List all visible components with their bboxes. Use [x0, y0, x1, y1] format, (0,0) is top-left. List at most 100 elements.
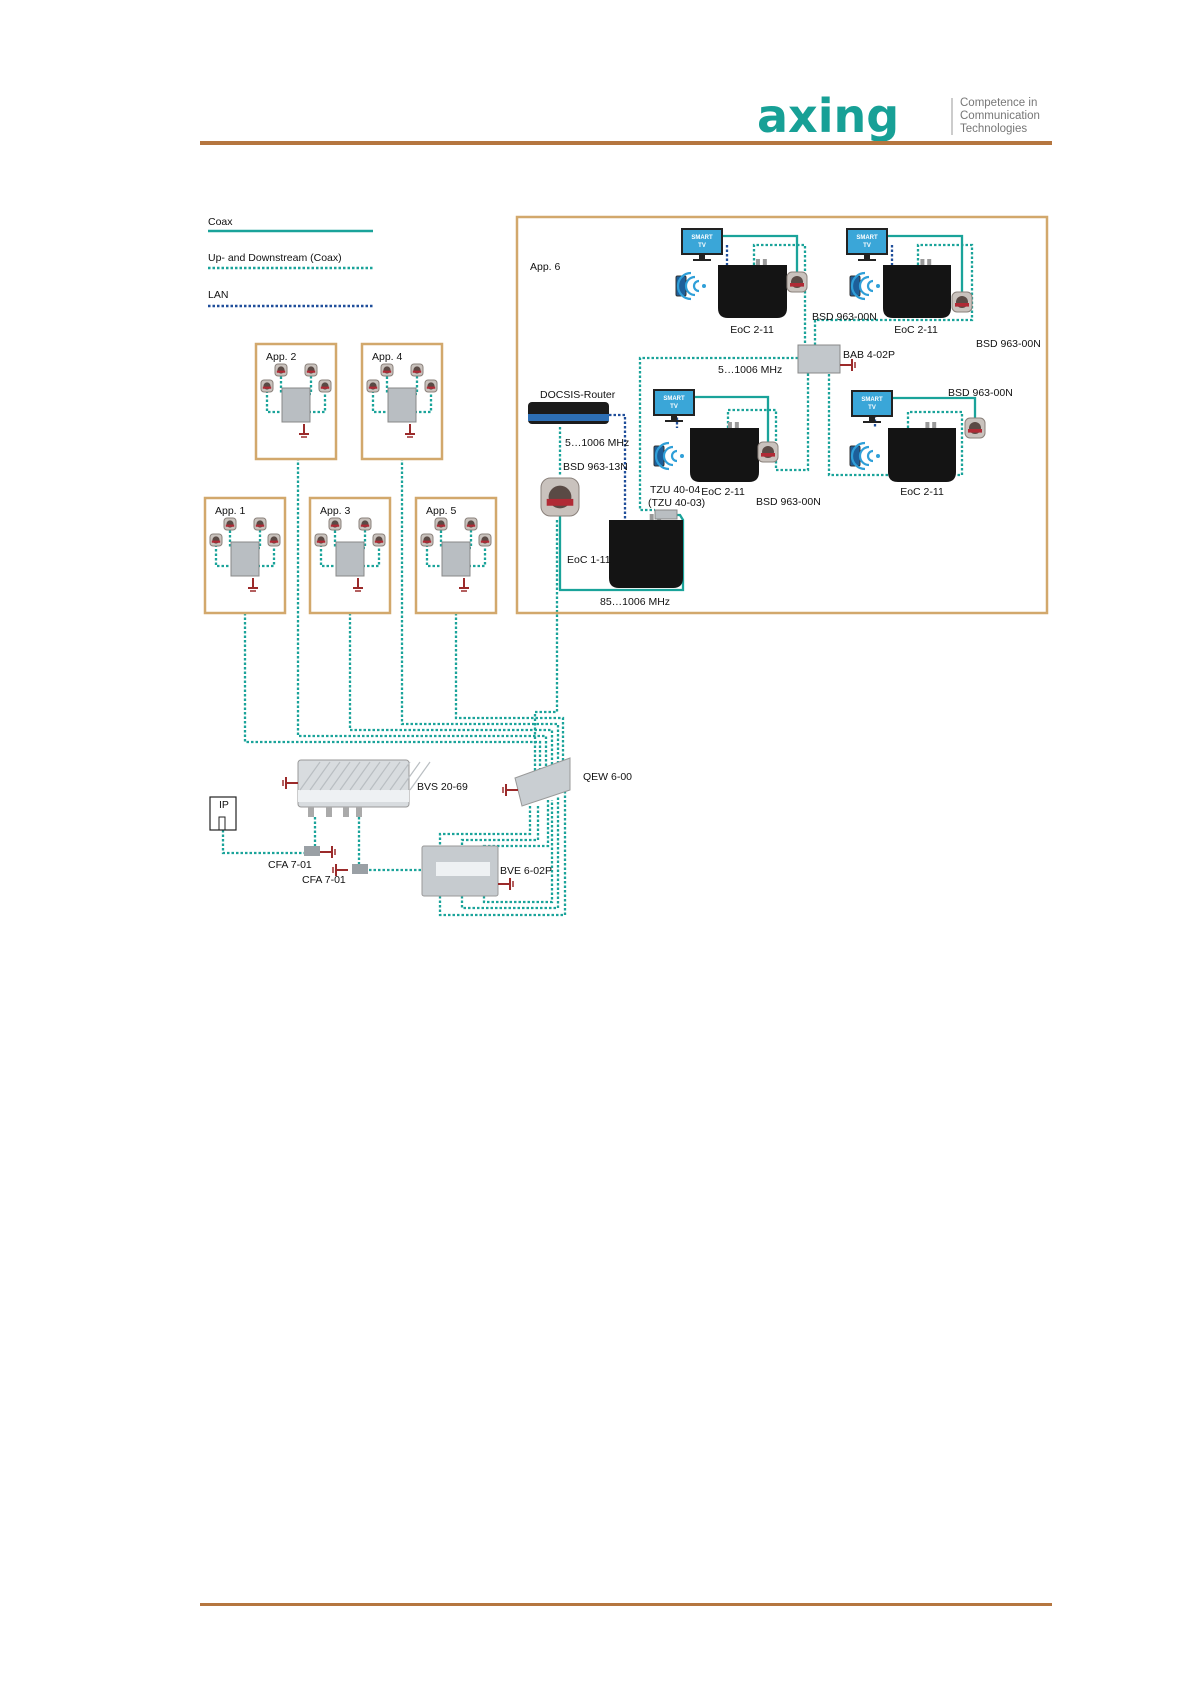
apartment-title: App. 1	[215, 505, 246, 517]
eoc-adapter-icon	[609, 520, 683, 588]
apartment-box	[203, 496, 287, 615]
eoc-connector	[927, 259, 932, 265]
filter-label: TZU 40-04	[650, 484, 700, 496]
smart-tv-icon: SMART TV	[681, 228, 723, 261]
splitter-icon	[335, 541, 365, 577]
ground-icon	[299, 424, 309, 438]
updown-cable	[438, 790, 567, 917]
amplifier-hatch	[319, 761, 341, 791]
cables	[221, 458, 567, 917]
headend: IP BVS 20-69 CFA 7-01 CFA 7-01 QEW 6-00 …	[209, 757, 632, 897]
socket-13n-label: BSD 963-13N	[563, 461, 628, 473]
eoc-adapter-icon	[883, 265, 951, 318]
amplifier-hatch	[409, 761, 431, 791]
app6-title: App. 6	[530, 261, 561, 273]
eoc-adapter-icon	[888, 428, 956, 482]
wifi-icon	[850, 441, 880, 471]
multiswitch	[514, 757, 571, 807]
apartment-title: App. 3	[320, 505, 351, 517]
wall-socket-icon	[304, 363, 318, 377]
wifi-icon	[850, 271, 880, 301]
eoc-connector	[649, 514, 654, 520]
splitter-icon	[230, 541, 260, 577]
wall-socket-icon	[964, 417, 986, 439]
ground-icon	[332, 864, 348, 876]
legend-lan-label: LAN	[208, 289, 228, 301]
tv-label: SMART	[691, 235, 713, 241]
apartment-3: App. 3	[308, 496, 392, 615]
apartment-title: App. 4	[372, 351, 403, 363]
legend-coax-label: Coax	[208, 216, 233, 228]
amplifier-hatch	[389, 761, 411, 791]
amplifier-hatch	[299, 761, 321, 791]
splitter-icon	[387, 387, 417, 423]
amplifier-hatch	[369, 761, 391, 791]
apartments: App. 1 App. 2 App. 3 App. 4 App. 5	[203, 342, 498, 615]
updown-cable	[438, 806, 532, 850]
logo-wordmark: axing	[757, 89, 899, 143]
ip-outlet: IP	[209, 796, 237, 831]
tv-label: SMART	[856, 235, 878, 241]
ground-icon	[459, 578, 469, 592]
socket-label-2: BSD 963-00N	[976, 338, 1041, 350]
updown-cable	[348, 613, 554, 768]
tv-label: TV	[698, 243, 706, 249]
coax-cable	[722, 234, 799, 275]
wall-socket-icon	[540, 477, 580, 517]
amplifier-hatch	[309, 761, 331, 791]
wall-socket-icon	[274, 363, 288, 377]
updown-cable	[827, 373, 964, 477]
wall-socket-icon	[424, 379, 438, 393]
wall-socket-icon	[260, 379, 274, 393]
apartment-4: App. 4	[360, 342, 444, 461]
wall-socket-icon	[223, 517, 237, 531]
wall-socket-icon	[366, 379, 380, 393]
filter-alt-label: (TZU 40-03)	[648, 497, 705, 509]
apartment-title: App. 5	[426, 505, 457, 517]
wall-socket-icon	[434, 517, 448, 531]
eoc-master-label: EoC 1-11	[567, 554, 611, 566]
freq-label-upper: 5…1006 MHz	[718, 364, 782, 376]
updown-cable	[454, 613, 565, 764]
apartment-box	[360, 342, 444, 461]
filter-icon	[654, 509, 678, 520]
ground-block-label-1: CFA 7-01	[268, 859, 312, 871]
ground-icon	[498, 878, 514, 890]
docsis-router-icon	[528, 402, 609, 424]
ground-icon	[840, 359, 856, 371]
apartment-title: App. 2	[266, 351, 297, 363]
wall-socket-icon	[358, 517, 372, 531]
ip-label: IP	[219, 799, 229, 811]
amplifier-label: BVS 20-69	[417, 781, 468, 793]
multiswitch-label: QEW 6-00	[583, 771, 632, 783]
distributor-label: BVE 6-02P	[500, 865, 552, 877]
wall-socket-icon	[420, 533, 434, 547]
header-rule	[200, 141, 1052, 145]
eoc-label-4: EoC 2-11	[900, 486, 944, 498]
amplifier	[297, 759, 431, 817]
distributor	[421, 845, 499, 897]
coax-cable	[695, 395, 770, 445]
updown-cable	[533, 520, 559, 774]
eoc-connector	[755, 259, 760, 265]
tagline-line-1: Competence in	[960, 97, 1037, 109]
socket-label-1: BSD 963-00N	[812, 311, 877, 323]
amplifier-hatch	[379, 761, 401, 791]
router-label: DOCSIS-Router	[540, 389, 616, 401]
coax-cable	[892, 396, 977, 420]
legend: Coax Up- and Downstream (Coax) LAN	[208, 216, 373, 308]
apartment-box	[414, 496, 498, 615]
tv-label: TV	[670, 404, 678, 410]
apartment-2: App. 2	[254, 342, 338, 461]
footer-rule	[200, 1603, 1052, 1606]
updown-cable	[221, 830, 305, 855]
splitter-icon	[281, 387, 311, 423]
ground-block-label-2: CFA 7-01	[302, 874, 346, 886]
lan-cable	[609, 413, 627, 520]
freq-label-high: 85…1006 MHz	[600, 596, 670, 608]
app6-box	[515, 215, 1049, 615]
